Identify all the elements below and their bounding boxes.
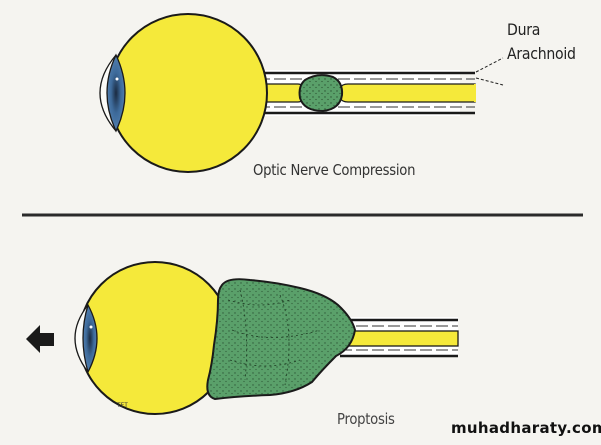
- top-panel: [99, 13, 504, 173]
- caption-proptosis: Proptosis: [337, 410, 395, 428]
- caption-optic-nerve-compression: Optic Nerve Compression: [253, 161, 416, 179]
- optic-nerve-bottom: [339, 317, 459, 358]
- artist-signature: TET: [117, 402, 128, 409]
- dura-leader: [475, 57, 504, 73]
- small-tumor: [298, 74, 344, 113]
- label-dura: Dura: [507, 20, 541, 39]
- watermark: muhadharaty.com: [451, 419, 601, 437]
- iris-highlight: [115, 77, 119, 81]
- bottom-panel: [26, 261, 459, 415]
- displacement-arrow-icon: [26, 325, 54, 353]
- iris-bottom: [82, 303, 98, 374]
- label-arachnoid: Arachnoid: [507, 44, 576, 63]
- iris-top: [106, 53, 126, 133]
- arachnoid-leader: [475, 77, 504, 86]
- large-tumor: [206, 278, 357, 401]
- globe-top: [108, 13, 268, 173]
- optic-nerve-top: [254, 70, 476, 116]
